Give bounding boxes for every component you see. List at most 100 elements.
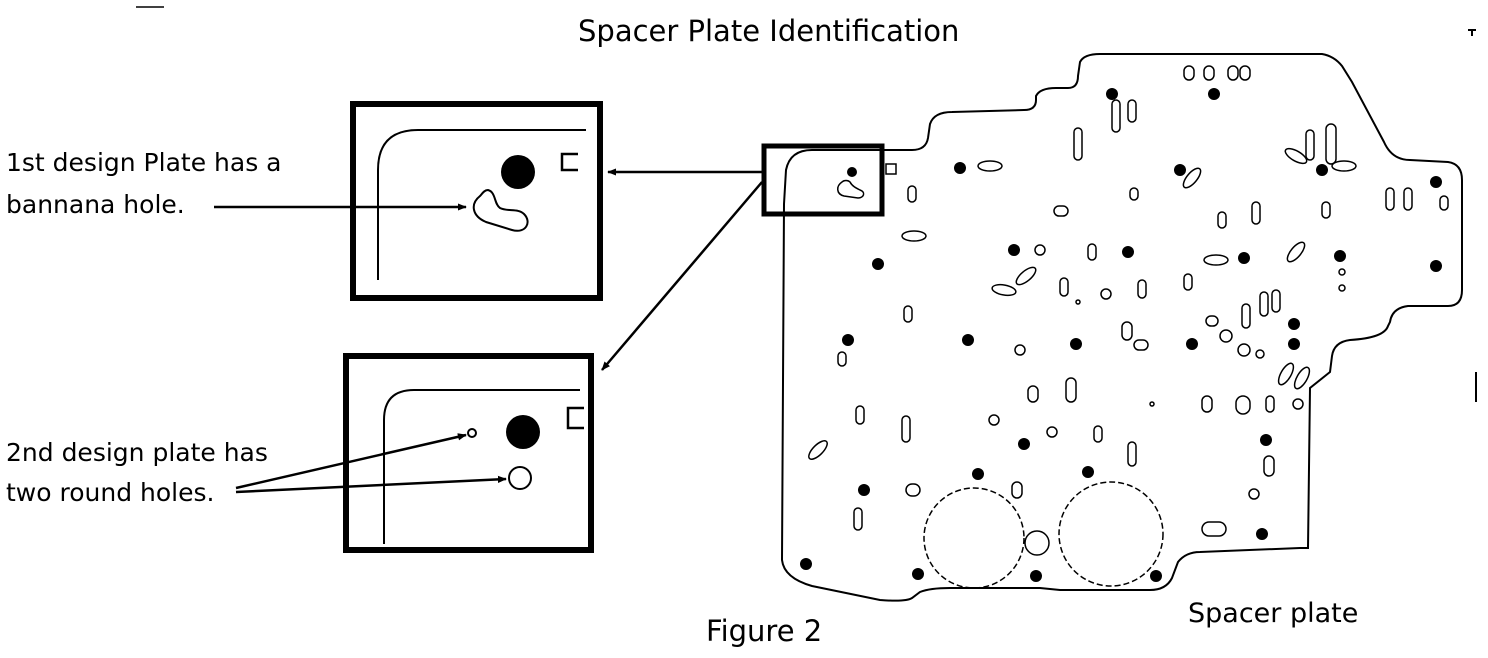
- plate-slot-hole: [853, 507, 863, 531]
- slot-hole: [566, 406, 584, 430]
- plate-slot-hole: [837, 351, 847, 367]
- plate-dowel-hole: [1430, 176, 1442, 188]
- plate-small-hole: [1219, 329, 1233, 343]
- plate-small-hole: [1046, 426, 1058, 438]
- plate-slot-hole: [1305, 129, 1315, 161]
- plate-dowel-hole: [1260, 434, 1272, 446]
- second-design-detail-box: [343, 353, 594, 553]
- plate-slot-hole: [1235, 395, 1251, 415]
- plate-dowel-hole: [1316, 164, 1328, 176]
- plate-small-hole: [1248, 488, 1260, 500]
- plate-oval-hole: [808, 440, 828, 460]
- plate-dowel-hole: [1122, 246, 1134, 258]
- plate-slot-hole: [1321, 201, 1331, 219]
- first-design-caption-line2: bannana hole.: [6, 190, 185, 219]
- plate-oval-hole: [1015, 266, 1037, 286]
- plate-small-hole: [1034, 244, 1046, 256]
- plate-slot-hole: [1203, 65, 1215, 81]
- small-round-hole: [467, 428, 477, 438]
- plate-dowel-hole: [1238, 252, 1250, 264]
- plate-oval-hole: [977, 160, 1003, 172]
- plate-slot-hole: [1129, 187, 1139, 201]
- plate-dowel-hole: [954, 162, 966, 174]
- plate-dowel-hole: [1106, 88, 1118, 100]
- plate-small-hole: [1292, 398, 1304, 410]
- plate-slot-hole: [1385, 187, 1395, 211]
- plate-small-hole: [1338, 284, 1346, 292]
- plate-slot-hole: [1239, 65, 1251, 81]
- plate-oval-hole: [1284, 147, 1308, 165]
- spacer-plate-drawing: [761, 53, 1463, 602]
- plate-dowel-hole: [1256, 528, 1268, 540]
- plate-small-hole: [1100, 288, 1112, 300]
- plate-slot-hole: [1065, 377, 1077, 403]
- plate-oval-hole: [1182, 167, 1202, 189]
- small-hole-pointer: [235, 433, 467, 490]
- plate-slot-hole: [905, 483, 921, 497]
- plate-dowel-hole: [1070, 338, 1082, 350]
- plate-dowel-hole: [800, 558, 812, 570]
- plate-dowel-hole: [1008, 244, 1020, 256]
- plate-slot-hole: [1027, 385, 1039, 403]
- plate-slot-hole: [1259, 291, 1269, 317]
- medium-round-hole: [508, 466, 532, 490]
- plate-slot-hole: [1201, 395, 1213, 413]
- plate-dowel-hole: [1174, 164, 1186, 176]
- plate-dowel-hole: [1150, 570, 1162, 582]
- medium-hole-pointer: [235, 475, 507, 494]
- plate-slot-hole: [1183, 273, 1193, 291]
- plate-slot-hole: [1241, 303, 1251, 329]
- plate-slot-hole: [1111, 99, 1121, 133]
- plate-dowel-hole: [1288, 338, 1300, 350]
- plate-slot-hole: [1073, 127, 1083, 161]
- plate-oval-hole: [1277, 362, 1295, 386]
- plate-oval-hole: [901, 230, 927, 242]
- plate-small-hole: [1338, 268, 1346, 276]
- plate-slot-hole: [903, 305, 913, 323]
- plate-oval-hole: [991, 283, 1017, 297]
- plate-slot-hole: [1011, 481, 1023, 499]
- plate-dowel-hole: [858, 484, 870, 496]
- plate-small-hole: [1014, 344, 1026, 356]
- plate-slot-hole: [1053, 205, 1069, 217]
- plate-dowel-hole: [842, 334, 854, 346]
- plate-small-hole: [1255, 349, 1265, 359]
- plate-slot-hole: [901, 415, 911, 443]
- plate-dowel-hole: [912, 568, 924, 580]
- plate-dowel-hole: [1018, 438, 1030, 450]
- plate-slot-hole: [1251, 201, 1261, 225]
- plate-slot-hole: [1137, 279, 1147, 299]
- plate-slot-hole: [1325, 123, 1337, 165]
- plate-small-hole: [1149, 401, 1155, 407]
- large-round-hole: [506, 415, 540, 449]
- plate-slot-hole: [1265, 395, 1275, 413]
- area-of-interest-box: [761, 143, 885, 217]
- first-design-caption-line1: 1st design Plate has a: [6, 148, 282, 177]
- slot-hole: [560, 152, 578, 172]
- plate-slot-hole: [1127, 441, 1137, 467]
- plate-dowel-hole: [972, 468, 984, 480]
- plate-oval-hole: [1203, 254, 1229, 266]
- plate-slot-hole: [1087, 243, 1097, 261]
- plate-slot-hole: [1133, 339, 1149, 351]
- second-design-link-arrow: [601, 181, 763, 371]
- plate-oval-hole: [1331, 160, 1357, 172]
- plate-dowel-hole: [1186, 338, 1198, 350]
- page-title: Spacer Plate Identification: [578, 14, 960, 48]
- plate-dowel-hole: [962, 334, 974, 346]
- plate-oval-hole: [1286, 241, 1306, 263]
- plate-dowel-hole: [1288, 318, 1300, 330]
- plate-slot-hole: [1227, 65, 1239, 81]
- plate-slot-hole: [1059, 277, 1069, 297]
- second-design-caption-line1: 2nd design plate has: [6, 438, 268, 467]
- plate-slot-hole: [1403, 187, 1413, 211]
- plate-oval-hole: [1293, 366, 1311, 390]
- first-design-detail-box: [350, 101, 603, 301]
- plate-slot-hole: [1263, 455, 1275, 477]
- plate-slot-hole: [1271, 289, 1281, 313]
- plate-slot-hole: [1201, 521, 1227, 537]
- plate-dowel-hole: [1208, 88, 1220, 100]
- plate-small-hole: [1075, 299, 1081, 305]
- plate-dowel-hole: [1030, 570, 1042, 582]
